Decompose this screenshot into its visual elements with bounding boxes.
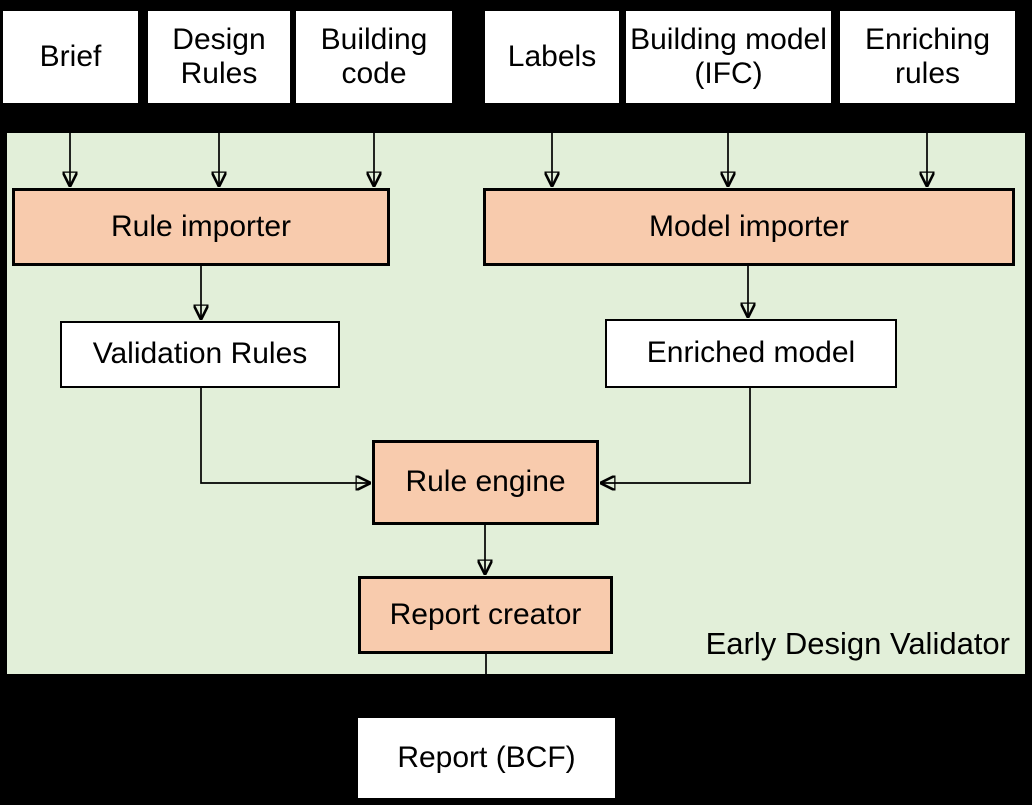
input-box-building-code: Building code bbox=[296, 11, 452, 103]
artifact-box-validation-rules: Validation Rules bbox=[60, 321, 340, 388]
input-box-brief: Brief bbox=[3, 11, 138, 103]
input-box-design-rules: Design Rules bbox=[148, 11, 290, 103]
input-box-enriching-rules: Enriching rules bbox=[840, 11, 1015, 103]
process-box-report-creator: Report creator bbox=[358, 576, 613, 654]
process-box-model-importer: Model importer bbox=[483, 188, 1015, 266]
artifact-box-enriched-model: Enriched model bbox=[605, 319, 897, 388]
process-box-rule-engine: Rule engine bbox=[372, 440, 599, 525]
process-box-rule-importer: Rule importer bbox=[12, 188, 390, 266]
input-box-labels: Labels bbox=[485, 11, 619, 103]
system-container-label: Early Design Validator bbox=[705, 626, 1010, 661]
input-box-building-model-ifc: Building model (IFC) bbox=[626, 11, 831, 103]
output-box-report-bcf: Report (BCF) bbox=[358, 718, 615, 798]
